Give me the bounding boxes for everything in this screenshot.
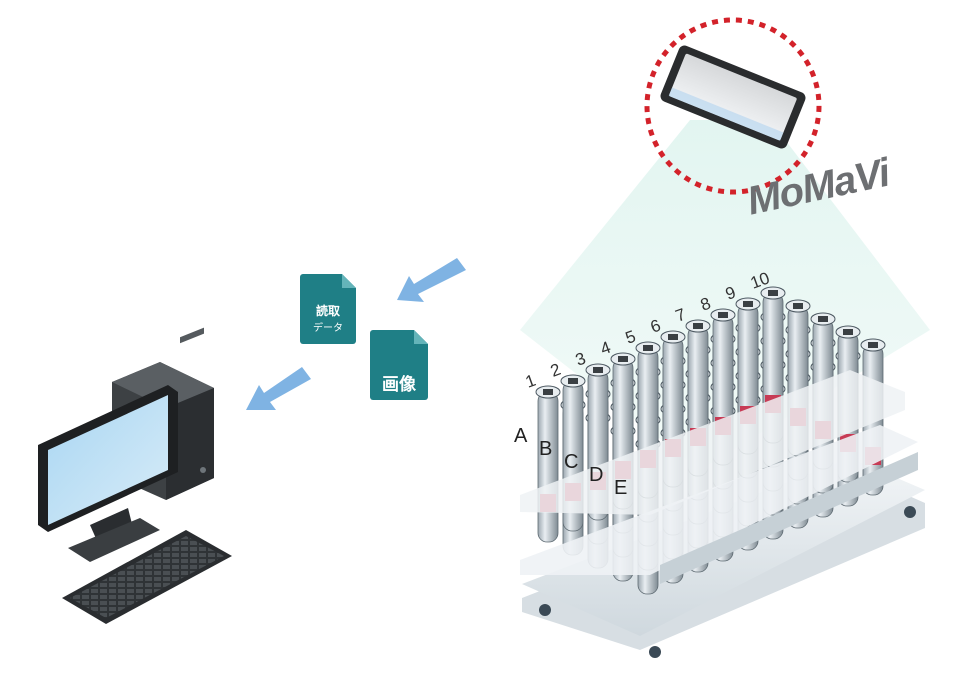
- image-label: 画像: [382, 375, 416, 394]
- rack-row-label: D: [589, 464, 603, 486]
- rack-row-label: B: [539, 438, 552, 460]
- read-data-document-icon: 読取 データ: [300, 274, 356, 344]
- image-document-icon: 画像: [370, 330, 428, 400]
- read-data-label-line1: 読取: [315, 304, 340, 318]
- arrow-icon: [246, 258, 466, 410]
- rack-row-label: A: [514, 425, 528, 447]
- rack-row-label: E: [614, 477, 627, 499]
- rack-column-label: 2: [548, 360, 563, 381]
- rack-column-label: 1: [523, 371, 538, 392]
- desktop-computer-icon: [38, 327, 232, 624]
- read-data-label-line2: データ: [313, 323, 343, 334]
- test-tube: [535, 385, 561, 543]
- test-tube-rack-icon: [520, 286, 925, 658]
- rack-row-label: C: [564, 451, 578, 473]
- smartphone-icon: [644, 17, 822, 195]
